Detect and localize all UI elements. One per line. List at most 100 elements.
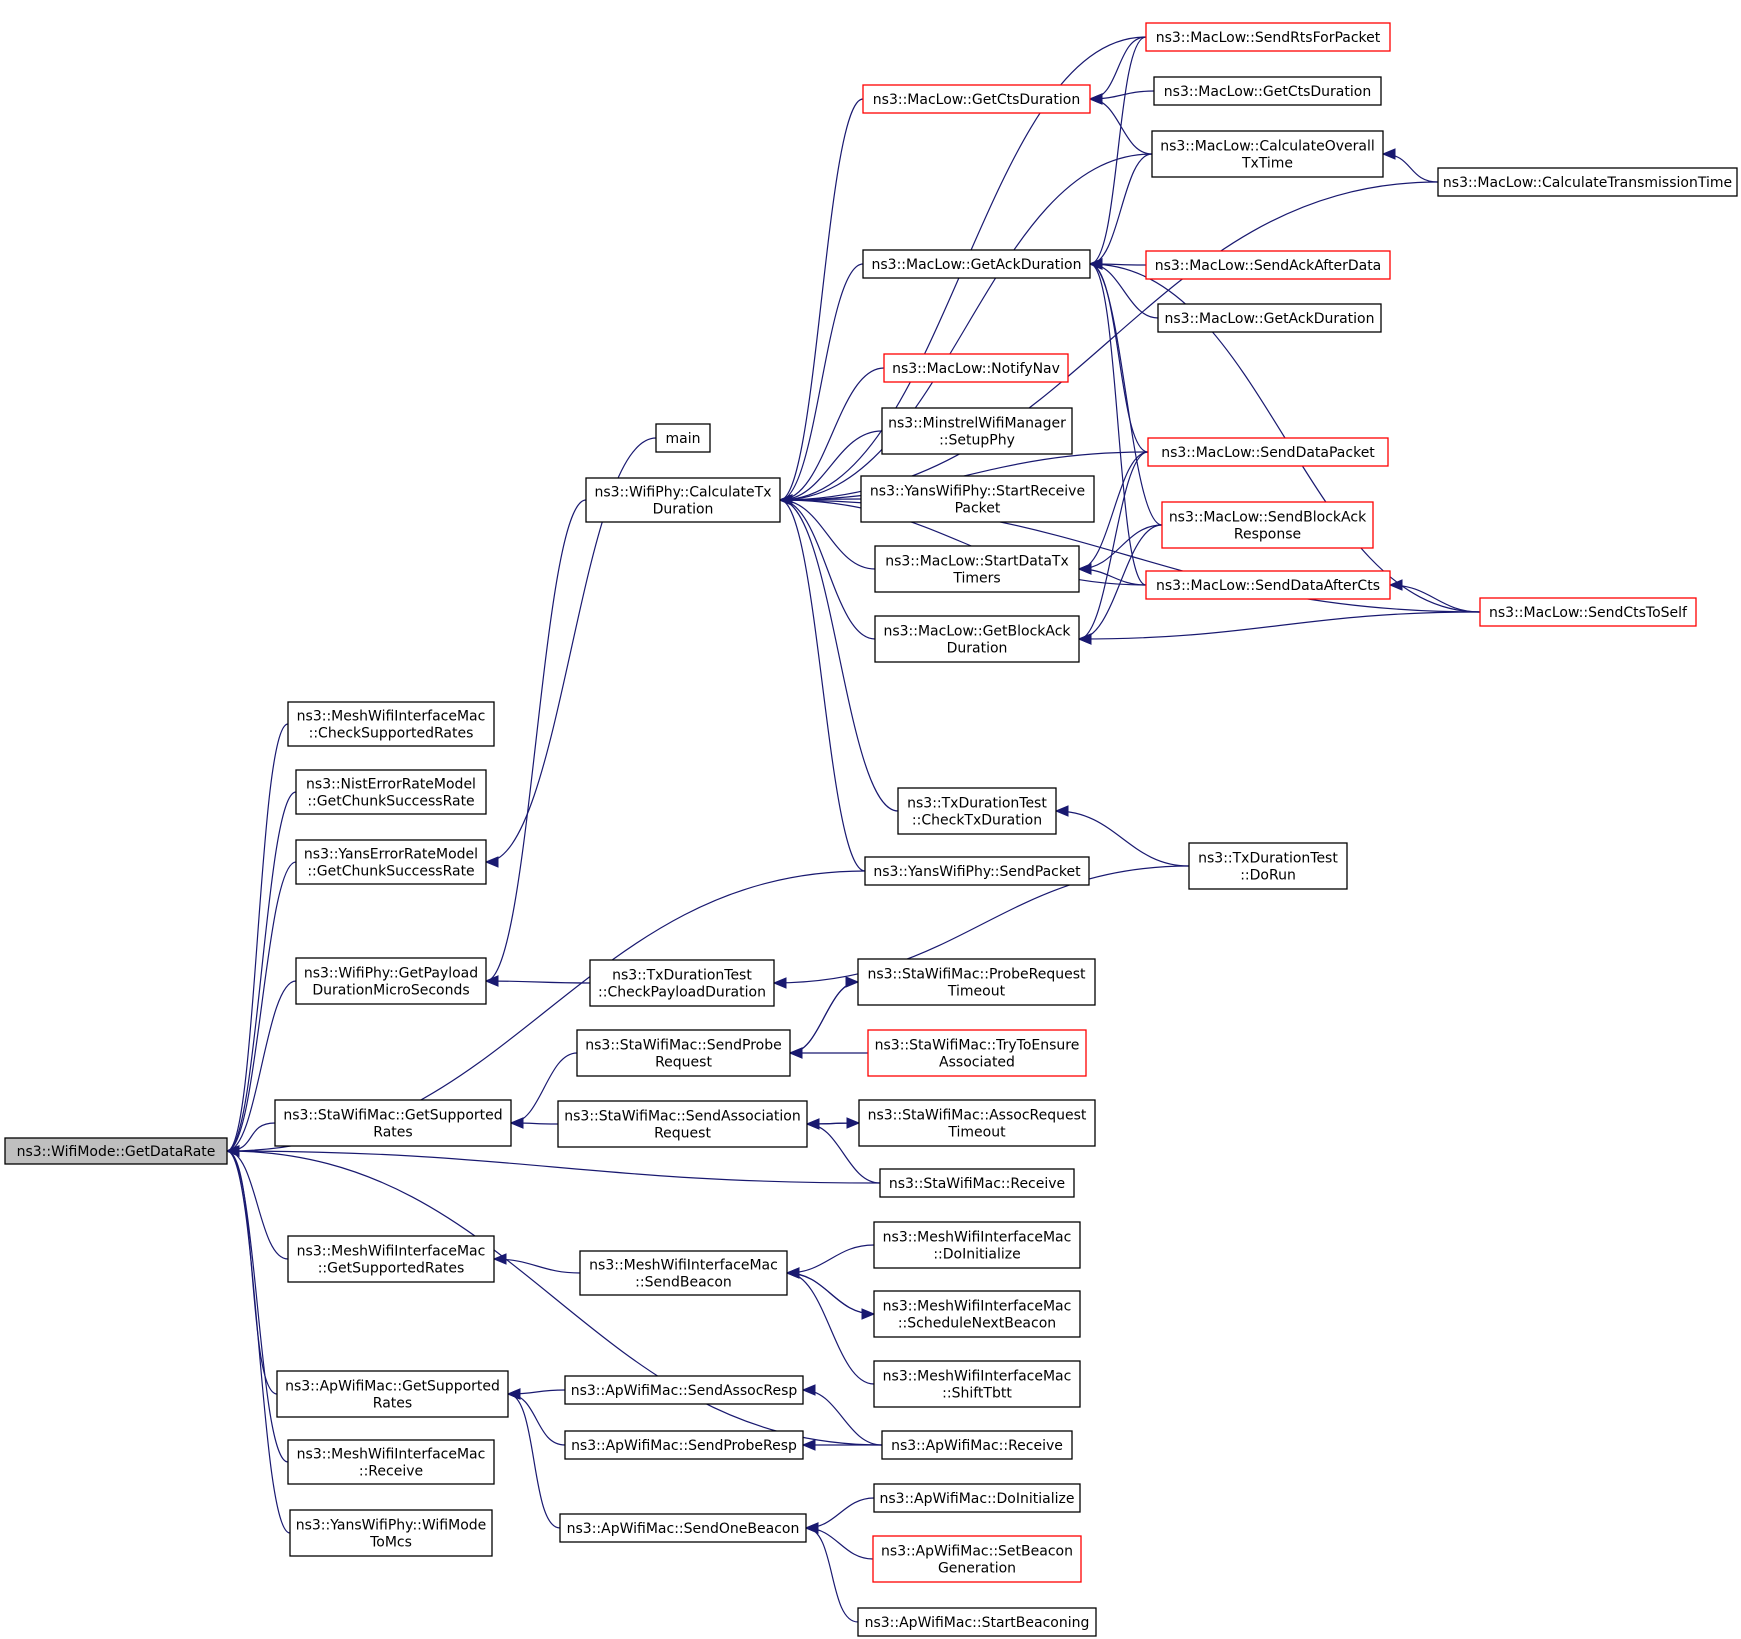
node-box [289,1509,493,1557]
node-label-line: ns3::MacLow::SendCtsToSelf [1489,605,1688,621]
node-box [276,1370,509,1418]
edge-line [226,1150,883,1446]
function-node-mwim_doi[interactable]: ns3::MeshWifiInterfaceMac::DoInitialize [873,1221,1081,1269]
function-node-ap_sbc[interactable]: ns3::ApWifiMac::StartBeaconing [857,1607,1097,1637]
edge-line [789,981,859,1054]
call-edge-ml_sdp-to-ml_gackd [1088,258,1149,453]
function-node-sta_recv[interactable]: ns3::StaWifiMac::Receive [879,1168,1075,1198]
function-node-ml_sdac[interactable]: ns3::MacLow::SendDataAfterCts [1145,570,1391,600]
node-box [1145,22,1391,52]
function-node-ml_scts[interactable]: ns3::MacLow::SendCtsToSelf [1479,597,1697,627]
node-label-line: ns3::YansWifiPhy::SendPacket [873,864,1081,880]
node-label-line: ns3::MeshWifiInterfaceMac [883,1299,1072,1315]
edge-line [1078,611,1481,640]
node-label-line: main [666,431,701,447]
call-edge-calctx-to-gpdms [484,499,587,987]
call-edge-ml_sbar-to-ml_gackd [1088,258,1163,526]
function-node-root[interactable]: ns3::WifiMode::GetDataRate [4,1137,228,1165]
function-node-yans_gcsr[interactable]: ns3::YansErrorRateModel::GetChunkSuccess… [295,839,487,885]
function-node-ml_gctsd2[interactable]: ns3::MacLow::GetCtsDuration [1153,76,1382,106]
node-label-line: ns3::ApWifiMac::DoInitialize [880,1491,1075,1507]
node-box [883,353,1069,383]
node-label-line: ::ShiftTbtt [942,1386,1012,1402]
function-node-ap_doi[interactable]: ns3::ApWifiMac::DoInitialize [873,1483,1081,1513]
node-box [858,1099,1096,1147]
call-edge-ml_srts-to-ml_gctsd [1088,36,1147,105]
function-node-ml_ctt[interactable]: ns3::MacLow::CalculateTransmissionTime [1437,167,1738,197]
function-node-ml_gackd[interactable]: ns3::MacLow::GetAckDuration [862,249,1091,279]
function-node-txdt_ctd[interactable]: ns3::TxDurationTest::CheckTxDuration [897,787,1057,835]
function-node-sta_gsr[interactable]: ns3::StaWifiMac::GetSupportedRates [274,1099,512,1147]
node-box [860,475,1095,523]
edge-line [779,367,885,501]
function-node-ap_recv[interactable]: ns3::ApWifiMac::Receive [881,1430,1073,1460]
node-box [1157,303,1382,333]
arrowhead-icon [778,494,793,506]
function-node-mwim_snb[interactable]: ns3::MeshWifiInterfaceMac::ScheduleNextB… [873,1290,1081,1338]
call-edge-ap_recv-to-ap_sasr [801,1384,883,1446]
function-node-mwim_gsr[interactable]: ns3::MeshWifiInterfaceMac::GetSupportedR… [287,1235,495,1283]
function-node-ml_gackd2[interactable]: ns3::MacLow::GetAckDuration [1157,303,1382,333]
edge-line [802,1389,883,1446]
arrowhead-icon [772,977,787,989]
function-node-ml_sacka[interactable]: ns3::MacLow::SendAckAfterData [1145,250,1391,280]
node-box [287,701,495,747]
function-node-ap_sob[interactable]: ns3::ApWifiMac::SendOneBeacon [559,1513,807,1543]
edge-line [779,263,864,501]
edge-line [805,1527,859,1623]
function-node-nist_gcsr[interactable]: ns3::NistErrorRateModel::GetChunkSuccess… [295,769,487,815]
function-node-mwim_st[interactable]: ns3::MeshWifiInterfaceMac::ShiftTbtt [873,1360,1081,1408]
edge-line [779,499,1147,586]
node-box [564,1430,804,1460]
node-label-line: ns3::StaWifiMac::TryToEnsure [875,1038,1080,1054]
function-node-ap_gsr[interactable]: ns3::ApWifiMac::GetSupportedRates [276,1370,509,1418]
edge-line [1089,36,1147,265]
node-label-line: ns3::StaWifiMac::AssocRequest [868,1108,1087,1124]
node-label-line: ::CheckSupportedRates [309,726,474,742]
function-node-txdt_dorun[interactable]: ns3::TxDurationTest::DoRun [1188,842,1348,890]
node-label-line: ::CheckPayloadDuration [598,985,766,1001]
arrowhead-icon [801,1439,816,1451]
node-box [295,769,487,815]
node-box [857,1607,1097,1637]
arrowhead-icon [846,1117,861,1129]
arrowhead-icon [1054,805,1069,817]
function-node-yans_sp[interactable]: ns3::YansWifiPhy::SendPacket [864,856,1090,886]
function-node-ap_sasr[interactable]: ns3::ApWifiMac::SendAssocResp [564,1375,804,1405]
function-node-ml_sdp[interactable]: ns3::MacLow::SendDataPacket [1147,437,1389,467]
function-node-mwim_sb[interactable]: ns3::MeshWifiInterfaceMac::SendBeacon [579,1250,788,1296]
function-node-minstrel[interactable]: ns3::MinstrelWifiManager::SetupPhy [881,407,1073,455]
function-node-ml_nnav[interactable]: ns3::MacLow::NotifyNav [883,353,1069,383]
function-node-ml_gctsd[interactable]: ns3::MacLow::GetCtsDuration [862,84,1091,114]
call-edge-txdt_dorun-to-txdt_ctd [1054,805,1190,867]
function-node-gpdms[interactable]: ns3::WifiPhy::GetPayloadDurationMicroSec… [295,957,487,1005]
edge-line [226,1150,881,1184]
node-box [557,1100,808,1148]
edge-line [226,791,297,1152]
function-node-ap_sprr[interactable]: ns3::ApWifiMac::SendProbeResp [564,1430,804,1460]
function-node-ml_srts[interactable]: ns3::MacLow::SendRtsForPacket [1145,22,1391,52]
function-node-mwim_recv[interactable]: ns3::MeshWifiInterfaceMac::Receive [287,1439,495,1485]
node-box [4,1137,228,1165]
edge-line [493,1258,581,1274]
function-node-main[interactable]: main [655,423,711,453]
function-node-mwim_csr[interactable]: ns3::MeshWifiInterfaceMac::CheckSupporte… [287,701,495,747]
edge-line [1389,584,1481,613]
call-edge-ml_scts-to-ml_sdac [1388,579,1481,613]
arrowhead-icon [804,1522,819,1534]
call-edge-mwim_doi-to-mwim_sb [785,1244,875,1279]
function-node-txdt_cpd[interactable]: ns3::TxDurationTest::CheckPayloadDuratio… [589,959,775,1007]
